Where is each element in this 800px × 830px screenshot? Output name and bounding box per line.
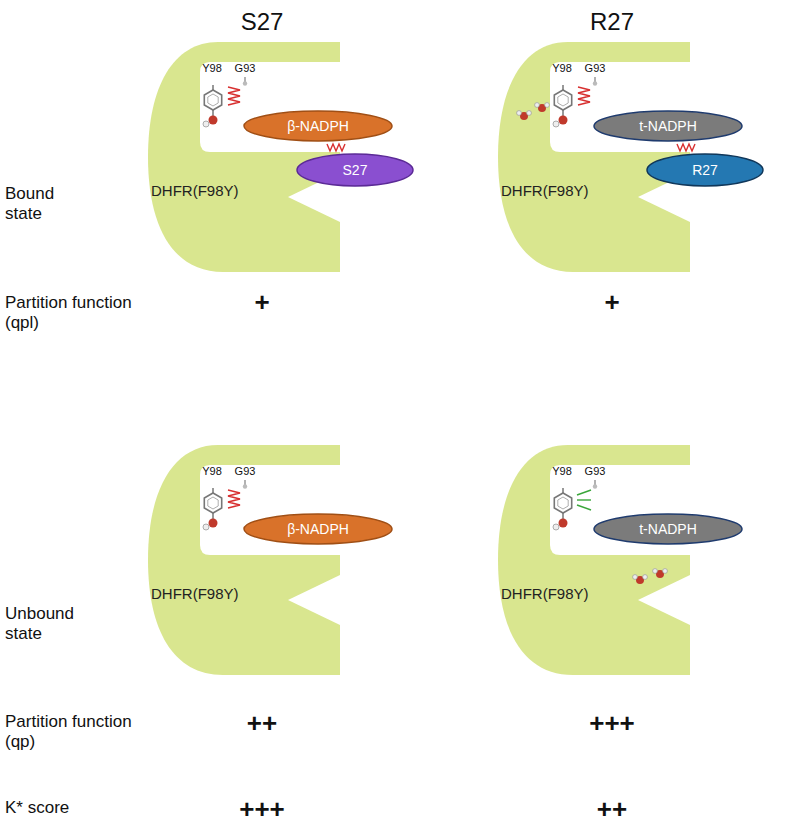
enzyme-shape: DHFR(F98Y)t-NADPH [498,445,690,675]
score-mark: + [254,287,269,318]
row-label: K* score [5,798,125,818]
row-label: Partition function (qpl) [5,293,140,334]
enzyme-shape: DHFR(F98Y)β-NADPH [148,42,340,272]
ligand-label: β-NADPH [287,521,349,537]
enzyme-label: DHFR(F98Y) [151,182,239,199]
enzyme-label: DHFR(F98Y) [501,585,589,602]
ligand-label: t-NADPH [639,118,697,134]
row-label: Partition function (qp) [5,712,140,753]
ligand-ellipse: β-NADPH [243,513,393,545]
column-heading: R27 [590,8,634,37]
ligand-label: t-NADPH [639,521,697,537]
ligand-ellipse: t-NADPH [593,513,743,545]
ligand-ellipse: t-NADPH [593,110,743,142]
row-label: Unbound state [5,604,85,645]
enzyme-label: DHFR(F98Y) [151,585,239,602]
ligand-ellipse: S27 [296,153,414,187]
enzyme-shape: DHFR(F98Y)β-NADPH [148,445,340,675]
residue-label: Y98 [202,465,222,478]
score-mark: +++ [589,708,635,739]
score-mark: +++ [239,794,285,825]
row-label: Bound state [5,184,75,225]
enzyme-label: DHFR(F98Y) [501,182,589,199]
residue-label: G93 [585,62,606,75]
score-mark: ++ [597,794,627,825]
score-mark: + [604,287,619,318]
residue-label: Y98 [552,62,572,75]
ligand-label: R27 [692,162,718,178]
residue-label: G93 [235,465,256,478]
ligand-label: S27 [343,162,368,178]
score-mark: ++ [247,708,277,739]
residue-label: G93 [235,62,256,75]
enzyme-shape: DHFR(F98Y)t-NADPH [498,42,690,272]
ligand-label: β-NADPH [287,118,349,134]
ligand-ellipse: β-NADPH [243,110,393,142]
ligand-ellipse: R27 [646,153,764,187]
residue-label: Y98 [552,465,572,478]
residue-label: G93 [585,465,606,478]
residue-label: Y98 [202,62,222,75]
column-heading: S27 [241,8,284,37]
